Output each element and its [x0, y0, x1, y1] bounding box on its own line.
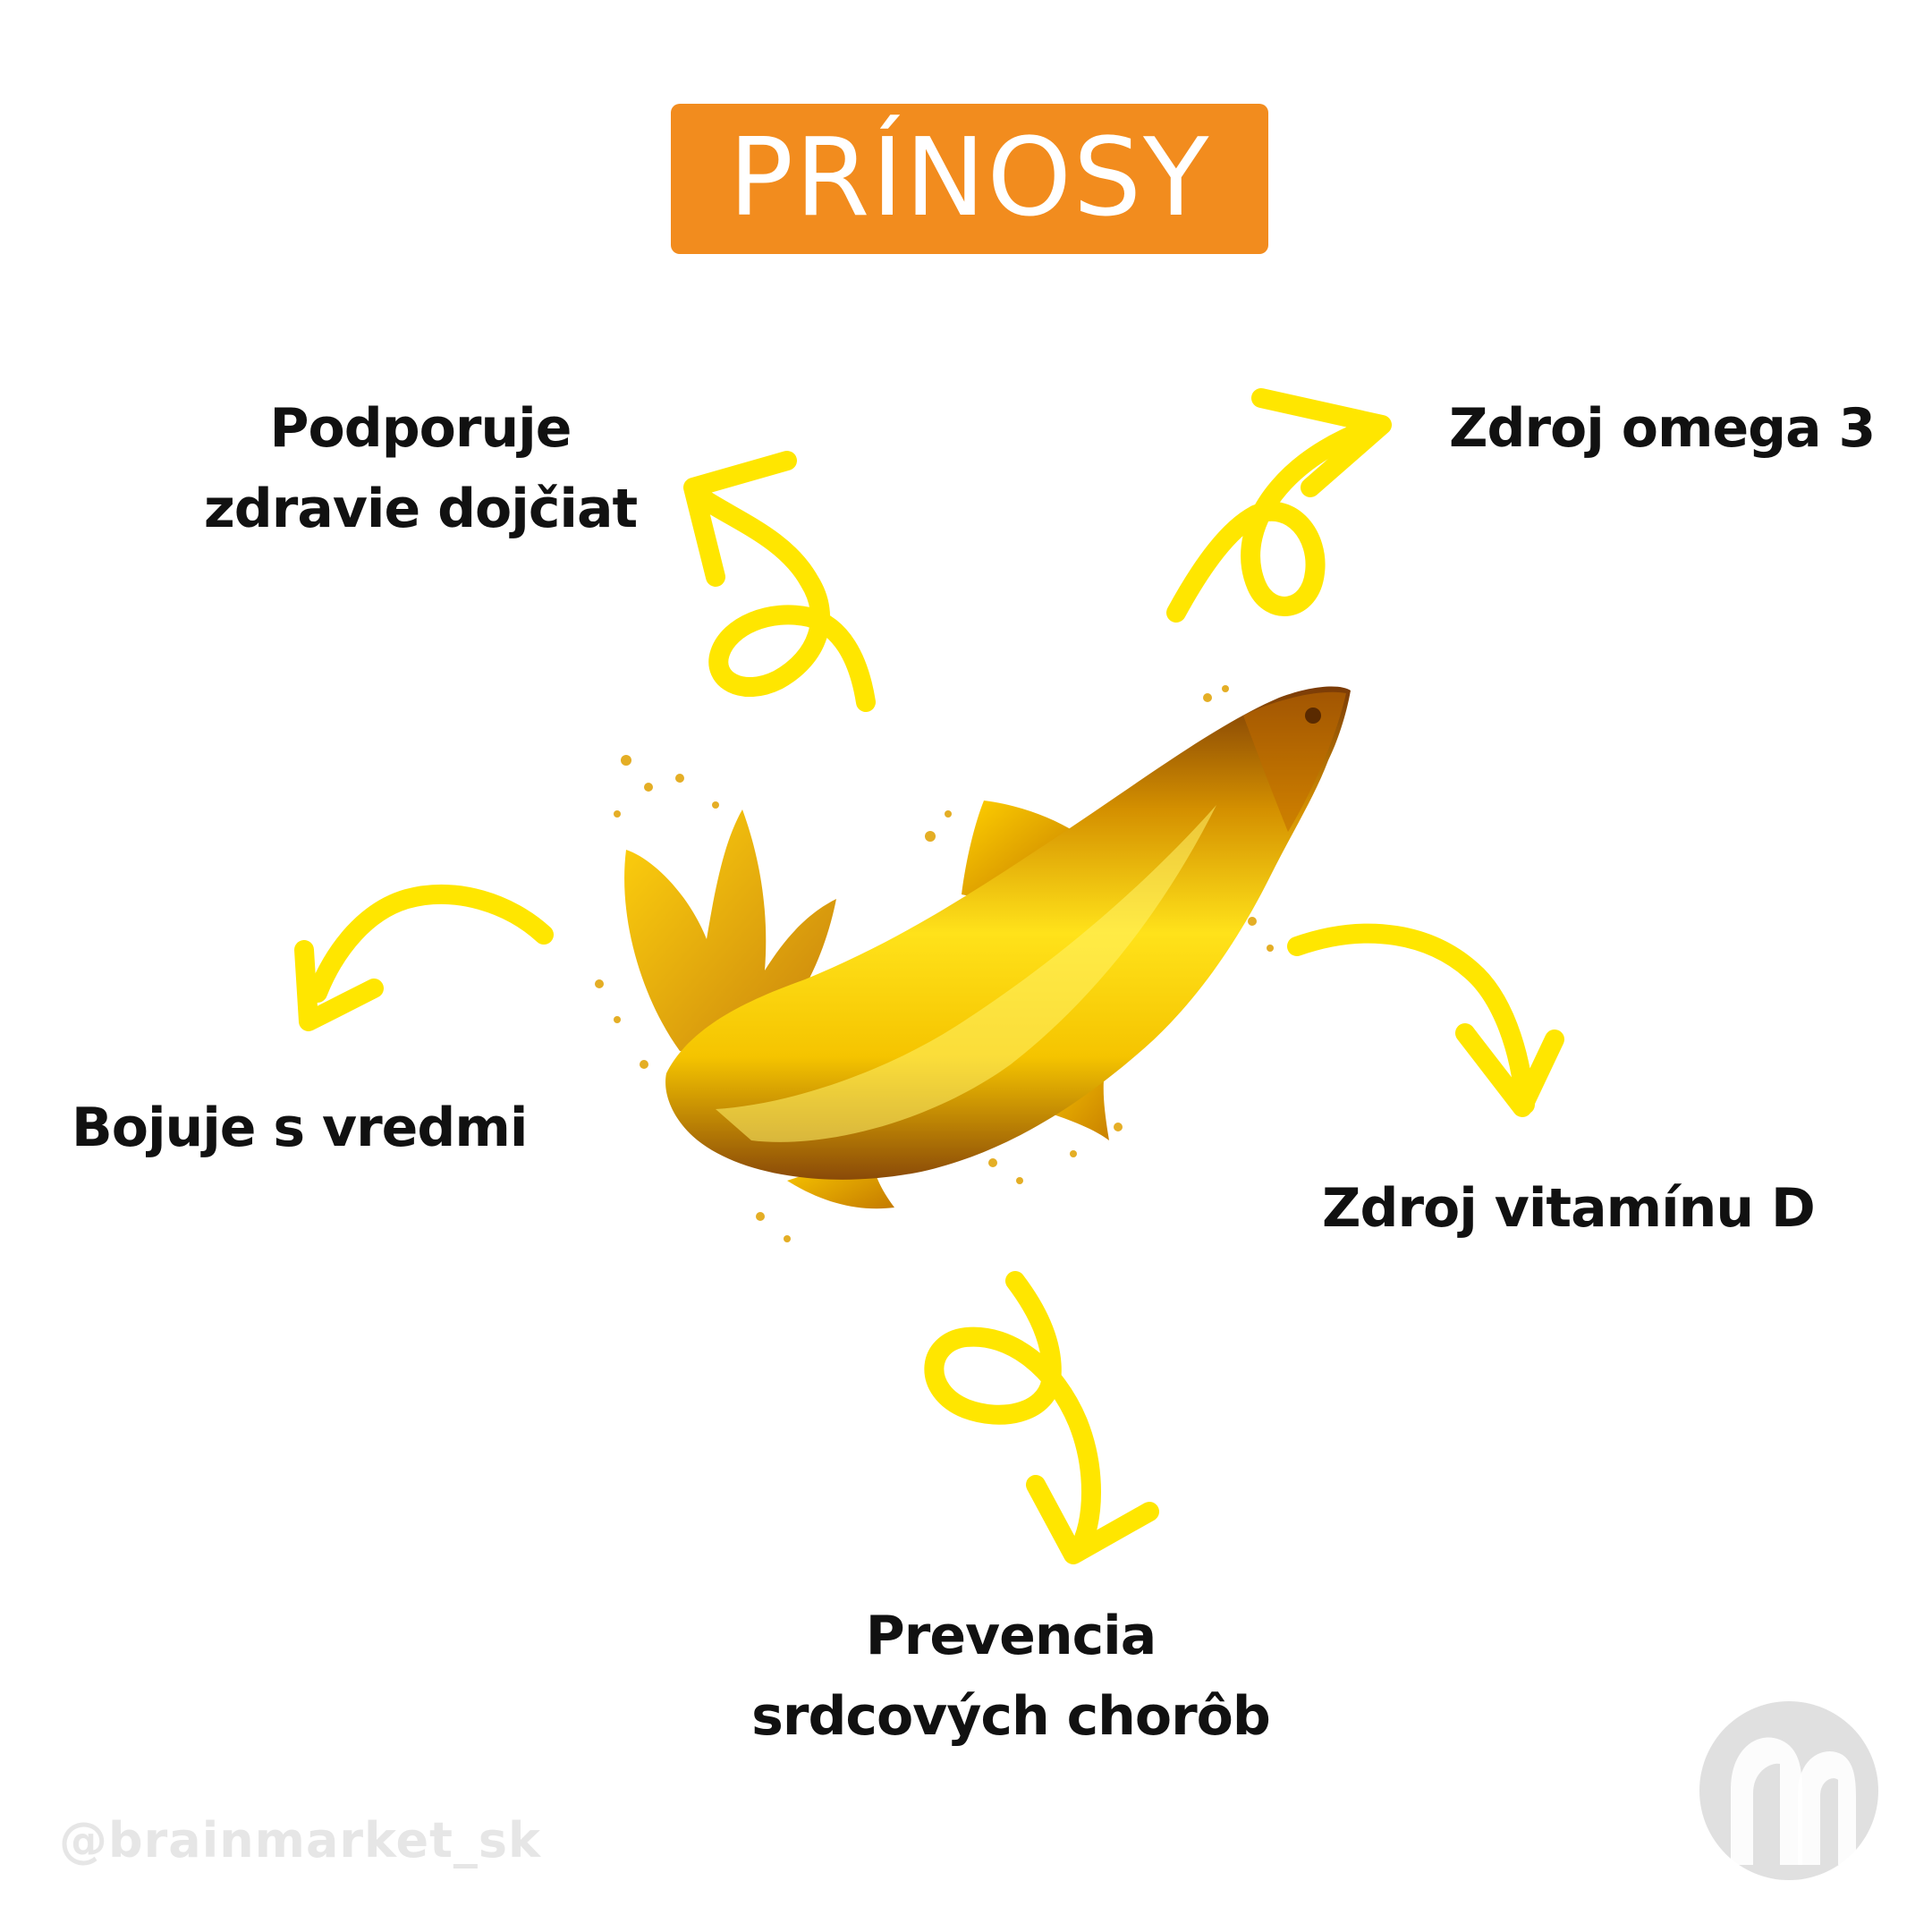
arrow-right-head — [1455, 1023, 1564, 1117]
benefit-infant-health-line2: zdravie dojčiat — [203, 478, 638, 540]
benefit-heart: Prevencia srdcových chorôb — [742, 1596, 1279, 1757]
benefit-heart-line1: Prevencia — [865, 1605, 1157, 1667]
arrow-right — [1287, 923, 1535, 1114]
benefit-infant-health-line1: Podporuje — [269, 397, 572, 460]
arrow-bottom-head — [1026, 1475, 1159, 1564]
arrow-left — [308, 884, 554, 1003]
page-title: PRÍNOSY — [728, 116, 1211, 241]
brainmarket-logo-icon — [1699, 1701, 1878, 1880]
benefit-ulcers-line1: Bojuje s vredmi — [72, 1097, 528, 1159]
benefit-ulcers: Bojuje s vredmi — [72, 1088, 528, 1168]
arrow-top-right-head — [1251, 388, 1392, 497]
benefit-vitamin-d-line1: Zdroj vitamínu D — [1322, 1177, 1816, 1240]
benefit-heart-line2: srdcových chorôb — [751, 1685, 1271, 1748]
arrow-top-left — [697, 491, 876, 712]
benefit-omega3: Zdroj omega 3 — [1449, 388, 1876, 469]
benefit-vitamin-d: Zdroj vitamínu D — [1322, 1168, 1816, 1249]
benefit-infant-health: Podporuje zdravie dojčiat — [179, 388, 662, 549]
benefit-omega3-line1: Zdroj omega 3 — [1449, 397, 1876, 460]
oil-fish-illustration — [595, 685, 1351, 1242]
arrow-top-right — [1166, 415, 1387, 623]
title-banner: PRÍNOSY — [671, 104, 1268, 254]
arrow-left-head — [294, 940, 384, 1031]
arrow-top-left-head — [683, 451, 797, 587]
arrow-bottom — [924, 1271, 1101, 1562]
social-handle: @brainmarket_sk — [59, 1812, 541, 1868]
